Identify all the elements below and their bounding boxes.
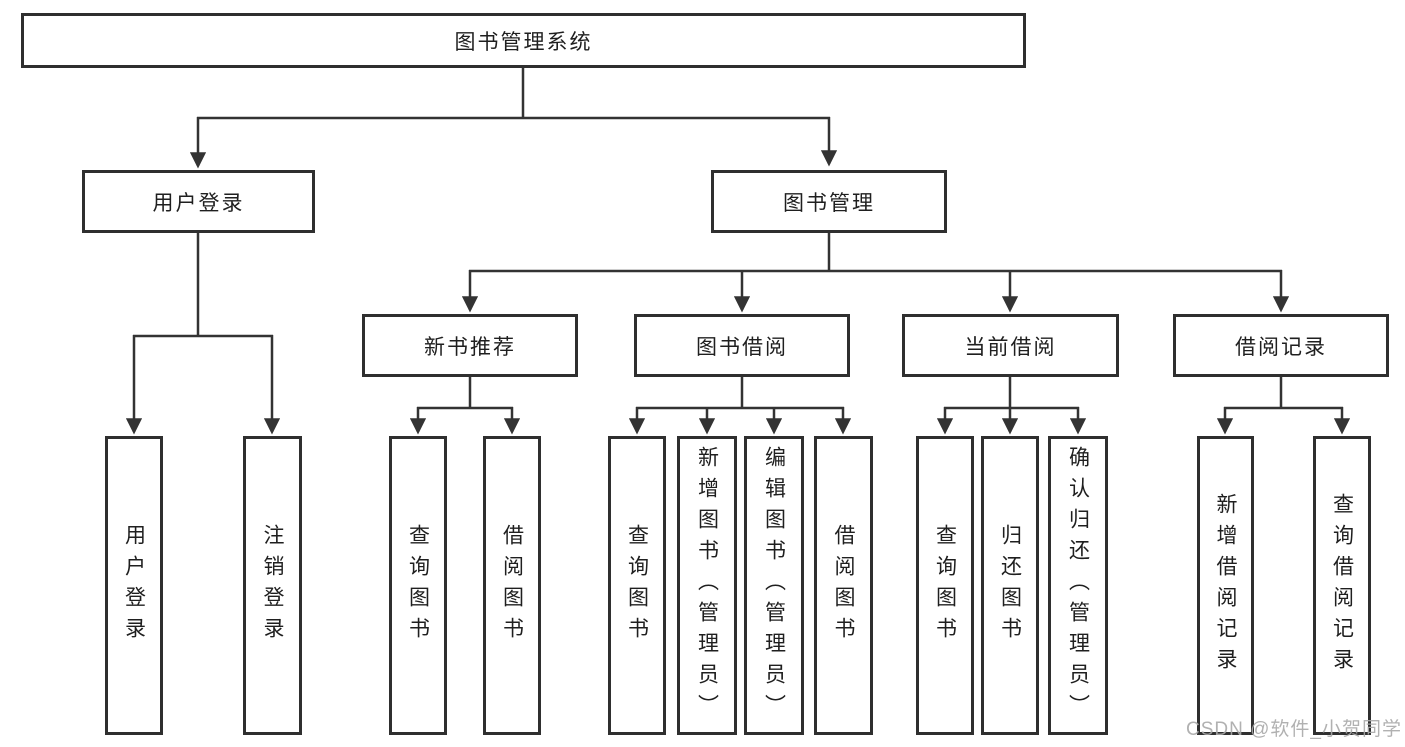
leaf-return-books: 归还图书 (981, 436, 1039, 735)
node-borrow-records: 借阅记录 (1173, 314, 1389, 377)
leaf-search-borrow-record: 查询借阅记录 (1313, 436, 1371, 735)
csdn-watermark: CSDN @软件_小贺同学 (1186, 719, 1402, 740)
node-book-borrowing: 图书借阅 (634, 314, 850, 377)
leaf-search-books-borrow: 查询图书 (608, 436, 666, 735)
node-user-login: 用户登录 (82, 170, 315, 233)
leaf-borrow-books: 借阅图书 (814, 436, 873, 735)
node-book-management: 图书管理 (711, 170, 947, 233)
leaf-confirm-return-admin: 确认归还（管理员） (1048, 436, 1108, 735)
leaf-edit-books-admin: 编辑图书（管理员） (744, 436, 804, 735)
node-new-book-recommend: 新书推荐 (362, 314, 578, 377)
leaf-logout: 注销登录 (243, 436, 302, 735)
leaf-add-borrow-record: 新增借阅记录 (1197, 436, 1254, 735)
node-library-system: 图书管理系统 (21, 13, 1026, 68)
leaf-add-books-admin: 新增图书（管理员） (677, 436, 737, 735)
leaf-search-books-recommend: 查询图书 (389, 436, 447, 735)
leaf-borrow-books-recommend: 借阅图书 (483, 436, 541, 735)
leaf-search-books-current: 查询图书 (916, 436, 974, 735)
leaf-user-login: 用户登录 (105, 436, 163, 735)
node-current-borrowing: 当前借阅 (902, 314, 1119, 377)
